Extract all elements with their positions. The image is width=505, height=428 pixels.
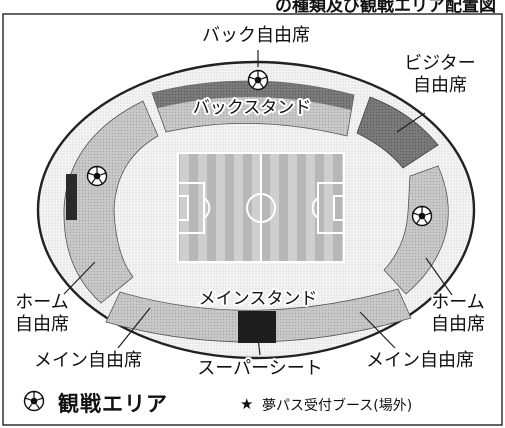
star-icon: ★ (240, 395, 254, 413)
home-stand-right-area (383, 165, 449, 295)
label-home-right-line2: 自由席 (431, 314, 485, 335)
visitor-reserved-area (356, 96, 439, 169)
page-frame (2, 13, 503, 426)
soccer-ball-icon (411, 205, 433, 227)
label-super-seat: スーパーシート (197, 358, 322, 379)
label-main-stand: メインスタンド (199, 289, 318, 309)
legend: 観戦エリア ★ 夢パス受付ブース(場外) (12, 388, 492, 422)
label-home-left-line2: 自由席 (15, 314, 69, 335)
label-main-reserved-left: メイン自由席 (34, 350, 142, 371)
label-visitor-line1: ビジター (404, 53, 476, 74)
legend-booth-label: 夢パス受付ブース(場外) (262, 398, 413, 414)
label-visitor-line2: 自由席 (413, 75, 467, 96)
legend-title: 観戦エリア (58, 392, 168, 416)
back-reserved-area (152, 80, 354, 110)
super-seat-area (238, 311, 276, 343)
pitch-markings (177, 153, 345, 262)
label-back-reserved: バック自由席 (202, 25, 310, 46)
label-main-reserved-right: メイン自由席 (366, 350, 474, 371)
label-back-stand: バックスタンド (193, 98, 312, 118)
header-fragment: の種類及び観戦エリア配置図 (275, 0, 496, 16)
soccer-ball-icon (247, 69, 269, 91)
left-dark-block (66, 174, 77, 220)
label-home-left-line1: ホーム (15, 292, 68, 313)
soccer-ball-icon (86, 165, 108, 187)
label-home-right-line1: ホーム (431, 292, 484, 313)
home-stand-left-area (63, 100, 159, 304)
leader-lines (63, 50, 453, 356)
